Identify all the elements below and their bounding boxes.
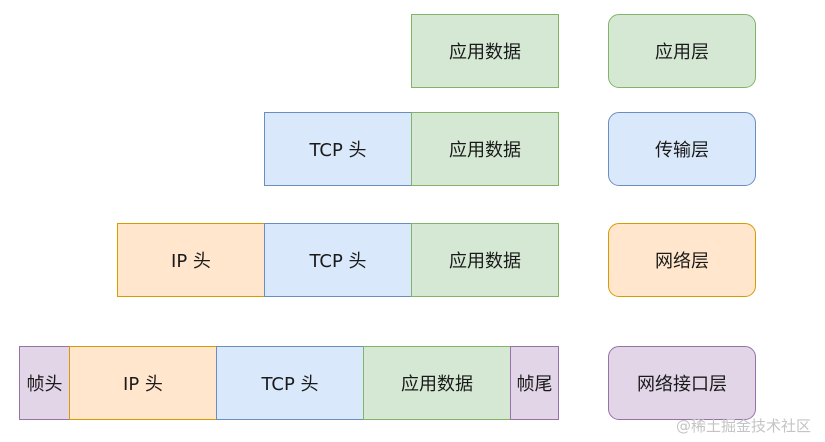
watermark: @稀土掘金技术社区 [675,417,811,435]
application-layer-label: 应用层 [608,14,756,88]
frame-header-block: 帧头 [19,346,70,420]
ip-header-block: IP 头 [117,223,265,297]
network-layer-label: 网络层 [608,223,756,297]
app-data-block: 应用数据 [411,14,559,88]
ip-header-block: IP 头 [69,346,217,420]
app-data-block: 应用数据 [363,346,511,420]
app-data-block: 应用数据 [411,223,559,297]
tcp-header-block: TCP 头 [264,223,412,297]
network-interface-layer-label: 网络接口层 [608,346,756,420]
frame-trailer-block: 帧尾 [510,346,559,420]
tcp-header-block: TCP 头 [216,346,364,420]
app-data-block: 应用数据 [411,112,559,186]
tcp-header-block: TCP 头 [264,112,412,186]
transport-layer-label: 传输层 [608,112,756,186]
